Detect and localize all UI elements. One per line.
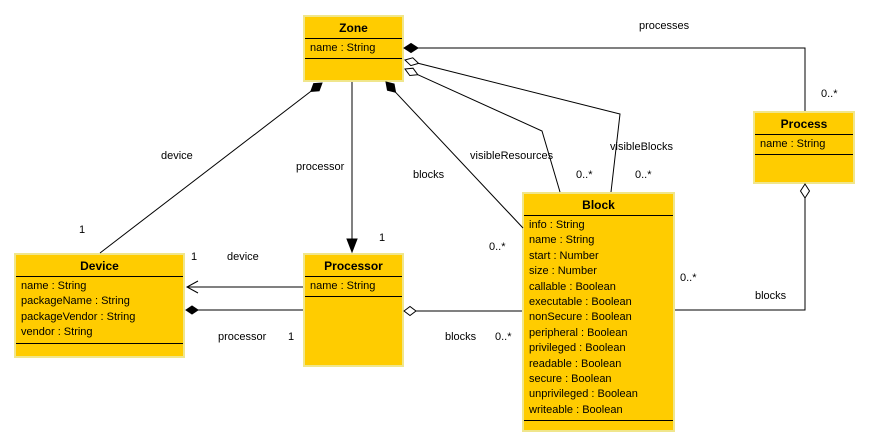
class-processor[interactable]: Processor name : String — [303, 253, 404, 367]
class-attribute: callable : Boolean — [529, 280, 616, 293]
filled-diamond — [403, 42, 419, 54]
hollow-diamond — [404, 67, 419, 77]
multiplicity-zone-blocks: 0..* — [489, 241, 506, 253]
class-attribute: start : Number — [529, 249, 599, 262]
class-processor-attributes: name : String — [305, 276, 402, 296]
class-processor-operations — [305, 296, 402, 365]
class-block-title: Block — [582, 198, 615, 212]
class-block[interactable]: Block info : String name : String start : … — [522, 192, 675, 432]
filled-diamond — [310, 82, 323, 92]
edge-label-zone-blocks: blocks — [413, 169, 445, 181]
class-attribute: nonSecure : Boolean — [529, 311, 632, 324]
multiplicity-visibleblocks: 0..* — [635, 169, 652, 181]
edge-label-processes: processes — [639, 20, 690, 32]
filled-diamond — [385, 81, 397, 93]
multiplicity-processes: 0..* — [821, 88, 838, 100]
open-arrowhead — [185, 280, 199, 294]
aggregation-zone-visibleresources-block[interactable] — [403, 65, 561, 193]
class-processor-title: Processor — [324, 259, 383, 273]
edge-label-zone-processor: processor — [296, 161, 345, 173]
class-device[interactable]: Device name : String packageName : String… — [14, 253, 185, 358]
class-attribute: privileged : Boolean — [529, 342, 626, 355]
class-attribute: info : String — [529, 219, 585, 231]
filled-diamond — [185, 305, 199, 315]
composition-device-processor-processor[interactable] — [185, 305, 303, 315]
class-attribute: name : String — [529, 234, 595, 247]
class-attribute: secure : Boolean — [529, 373, 612, 386]
edge-label-device-processor: processor — [218, 331, 267, 343]
multiplicity-device-processor: 1 — [288, 331, 295, 343]
edge-label-zone-device: device — [161, 150, 193, 162]
class-zone-title: Zone — [339, 21, 368, 35]
class-attribute: size : Number — [529, 265, 597, 278]
multiplicity-zone-processor: 1 — [379, 232, 386, 244]
class-process-title: Process — [780, 117, 828, 131]
class-attribute: name : String — [21, 280, 87, 292]
association-zone-processes-process[interactable] — [403, 42, 806, 112]
class-block-operations — [524, 420, 673, 430]
composition-zone-device-device[interactable] — [99, 79, 325, 254]
composition-zone-blocks-block[interactable] — [383, 79, 524, 229]
class-block-attributes: info : String name : String start : Number… — [524, 215, 673, 420]
class-device-operations — [16, 342, 183, 356]
class-process[interactable]: Process name : String — [753, 111, 855, 184]
multiplicity-zone-device: 1 — [79, 224, 86, 236]
class-attribute: peripheral : Boolean — [529, 326, 628, 339]
association-zone-processor-processor[interactable] — [346, 82, 358, 254]
hollow-diamond — [799, 183, 811, 199]
class-attribute: writeable : Boolean — [529, 403, 623, 416]
class-zone-operations — [305, 58, 402, 80]
class-attribute: vendor : String — [21, 326, 93, 339]
hollow-diamond — [403, 305, 417, 317]
class-attribute: packageVendor : String — [21, 310, 136, 323]
multiplicity-process-blocks: 0..* — [680, 272, 697, 284]
association-processor-device-device[interactable] — [185, 280, 303, 294]
class-process-operations — [755, 154, 853, 182]
arrowhead — [346, 238, 358, 254]
edge-label-process-blocks: blocks — [755, 290, 787, 302]
aggregation-processor-blocks-block[interactable] — [403, 305, 522, 317]
aggregation-process-blocks-block[interactable] — [675, 183, 811, 311]
class-device-title: Device — [80, 259, 119, 273]
multiplicity-processor-device: 1 — [191, 251, 198, 263]
edge-label-processor-blocks: blocks — [445, 331, 477, 343]
hollow-diamond — [404, 57, 420, 67]
class-zone-attributes: name : String — [305, 38, 402, 58]
class-device-attributes: name : String packageName : String package… — [16, 276, 183, 343]
edge-label-visibleresources: visibleResources — [470, 150, 554, 162]
class-attribute: executable : Boolean — [529, 296, 632, 309]
multiplicity-processor-blocks: 0..* — [495, 331, 512, 343]
class-attribute: unprivileged : Boolean — [529, 388, 638, 401]
class-attribute: name : String — [310, 42, 376, 54]
class-attribute: readable : Boolean — [529, 357, 622, 370]
edge-label-visibleblocks: visibleBlocks — [610, 141, 673, 153]
class-attribute: name : String — [310, 280, 376, 292]
aggregation-zone-visibleblocks-block[interactable] — [404, 56, 621, 193]
class-process-attributes: name : String — [755, 134, 853, 154]
multiplicity-visibleresources: 0..* — [576, 169, 593, 181]
edge-label-processor-device: device — [227, 251, 259, 263]
class-zone[interactable]: Zone name : String — [303, 15, 404, 82]
class-attribute: packageName : String — [21, 295, 130, 308]
class-attribute: name : String — [760, 138, 826, 150]
